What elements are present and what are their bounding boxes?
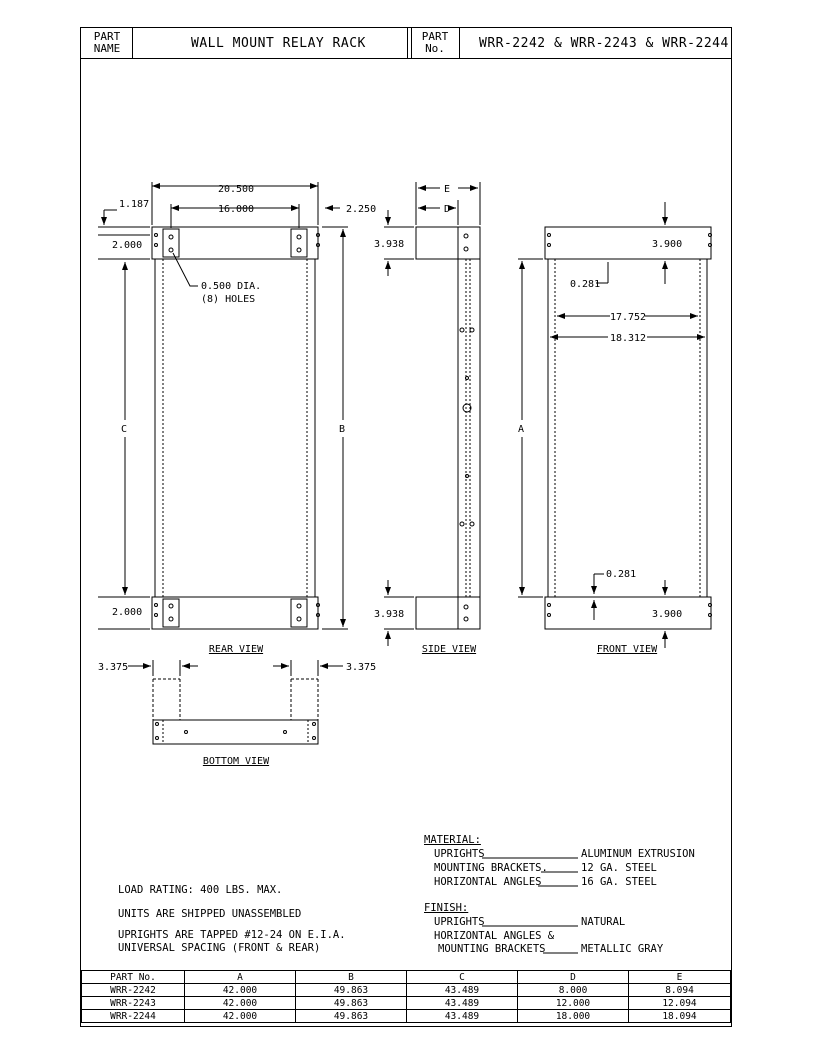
finish-item-3: MOUNTING BRACKETS — [438, 943, 546, 955]
caption-side-view: SIDE VIEW — [422, 644, 477, 655]
dim-front-inset-top: 0.281 — [570, 279, 600, 290]
finish-item-2: HORIZONTAL ANGLES & — [434, 930, 555, 942]
caption-bottom-view: BOTTOM VIEW — [203, 756, 270, 767]
table-cell: 43.489 — [406, 1009, 518, 1023]
table-cell: 43.489 — [406, 996, 518, 1010]
table-row: WRR-2242 42.000 49.863 43.489 8.000 8.09… — [81, 983, 731, 997]
material-item-2: MOUNTING BRACKETS. — [434, 862, 548, 874]
drawing-sheet — [80, 27, 732, 1027]
dim-side-top: 3.938 — [374, 239, 404, 250]
title-block: PART NAME WALL MOUNT RELAY RACK PART No.… — [81, 28, 731, 59]
note-load-rating: LOAD RATING: 400 LBS. MAX. — [118, 884, 283, 896]
finish-value-1: NATURAL — [581, 916, 626, 928]
dim-front-outer: 18.312 — [610, 333, 646, 344]
dim-front-a: A — [518, 424, 524, 435]
dim-bottom-left: 3.375 — [98, 662, 128, 673]
table-row: WRR-2243 42.000 49.863 43.489 12.000 12.… — [81, 996, 731, 1010]
table-header: D — [517, 970, 629, 984]
table-cell: 43.489 — [406, 983, 518, 997]
dim-front-inset-bottom: 0.281 — [606, 569, 636, 580]
part-name-label: PART NAME — [93, 30, 121, 55]
table-header: C — [406, 970, 518, 984]
hole-note-line2: (8) HOLES — [201, 294, 255, 305]
material-item-3: HORIZONTAL ANGLES — [434, 876, 542, 888]
side-view-geometry — [384, 182, 481, 646]
table-cell: 49.863 — [295, 1009, 407, 1023]
table-cell: WRR-2244 — [81, 1009, 185, 1023]
table-header: B — [295, 970, 407, 984]
dim-front-bottom: 3.900 — [652, 609, 682, 620]
caption-rear-view: REAR VIEW — [209, 644, 264, 655]
dimension-table: PART No. A B C D E WRR-2242 42.000 49.86… — [81, 970, 731, 1023]
rear-view-geometry — [98, 182, 348, 630]
note-tapped-1: UPRIGHTS ARE TAPPED #12-24 ON E.I.A. — [118, 929, 346, 941]
dim-rear-inner: 16.000 — [218, 204, 254, 215]
finish-heading: FINISH: — [424, 902, 469, 914]
dim-rear-c: C — [121, 424, 127, 435]
dim-front-inner: 17.752 — [610, 312, 646, 323]
hole-note-line1: 0.500 DIA. — [201, 281, 261, 292]
dim-side-d: D — [444, 204, 450, 215]
dim-side-e: E — [444, 184, 450, 195]
material-value-2: 12 GA. STEEL — [581, 862, 657, 874]
finish-item-1: UPRIGHTS — [434, 916, 485, 928]
table-cell: 12.000 — [517, 996, 629, 1010]
table-cell: 42.000 — [184, 996, 296, 1010]
table-header-row: PART No. A B C D E — [81, 970, 731, 984]
table-header: PART No. — [81, 970, 185, 984]
dim-rear-bracket-top: 2.000 — [112, 240, 142, 251]
note-shipped: UNITS ARE SHIPPED UNASSEMBLED — [118, 908, 302, 920]
front-view-geometry — [518, 202, 712, 648]
dim-bottom-right: 3.375 — [346, 662, 376, 673]
dim-side-bottom: 3.938 — [374, 609, 404, 620]
table-header: A — [184, 970, 296, 984]
part-no-label: PART No. — [421, 30, 449, 55]
table-cell: 18.094 — [628, 1009, 731, 1023]
material-value-1: ALUMINUM EXTRUSION — [581, 848, 695, 860]
table-cell: 12.094 — [628, 996, 731, 1010]
table-cell: 8.094 — [628, 983, 731, 997]
material-value-3: 16 GA. STEEL — [581, 876, 657, 888]
table-cell: 18.000 — [517, 1009, 629, 1023]
material-heading: MATERIAL: — [424, 834, 481, 846]
part-name: WALL MOUNT RELAY RACK — [191, 36, 366, 51]
table-cell: 42.000 — [184, 1009, 296, 1023]
table-cell: 49.863 — [295, 996, 407, 1010]
finish-value-3: METALLIC GRAY — [581, 943, 664, 955]
table-cell: WRR-2242 — [81, 983, 185, 997]
dim-rear-top-offset: 1.187 — [119, 199, 149, 210]
bottom-view-geometry — [128, 660, 343, 745]
dim-rear-bracket-bottom: 2.000 — [112, 607, 142, 618]
table-row: WRR-2244 42.000 49.863 43.489 18.000 18.… — [81, 1009, 731, 1023]
table-cell: 8.000 — [517, 983, 629, 997]
table-cell: 42.000 — [184, 983, 296, 997]
spec-leaders — [482, 857, 578, 954]
dim-rear-b: B — [339, 424, 345, 435]
table-cell: 49.863 — [295, 983, 407, 997]
part-number: WRR-2242 & WRR-2243 & WRR-2244 — [479, 36, 729, 51]
material-item-1: UPRIGHTS — [434, 848, 485, 860]
caption-front-view: FRONT VIEW — [597, 644, 658, 655]
dim-rear-right-offset: 2.250 — [346, 204, 376, 215]
note-tapped-2: UNIVERSAL SPACING (FRONT & REAR) — [118, 942, 321, 954]
table-header: E — [628, 970, 731, 984]
dim-rear-overall: 20.500 — [218, 184, 254, 195]
dim-front-top: 3.900 — [652, 239, 682, 250]
table-cell: WRR-2243 — [81, 996, 185, 1010]
